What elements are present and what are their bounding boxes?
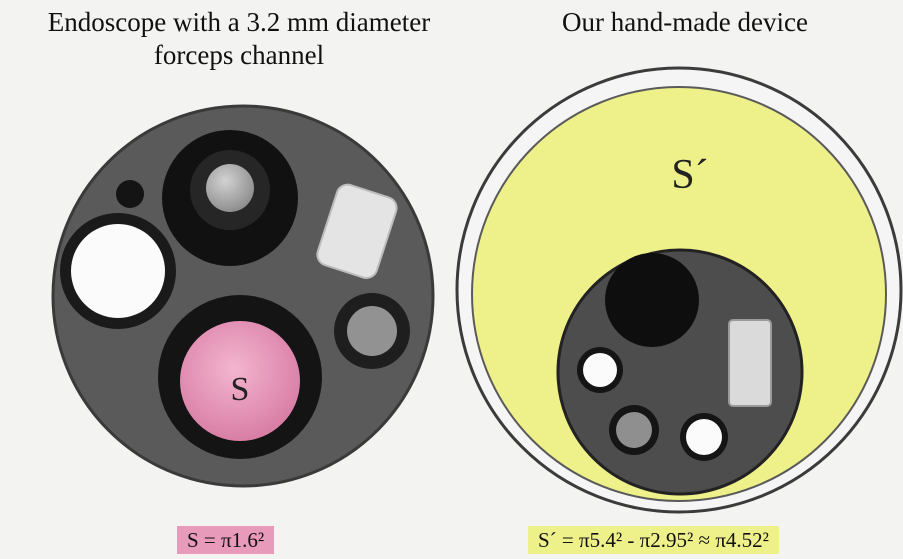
inserted-light-guide-1 xyxy=(583,353,617,387)
endoscope-cross-section: S xyxy=(51,104,435,488)
small-port xyxy=(116,180,144,208)
inserted-water-port xyxy=(616,412,652,448)
inserted-nozzle xyxy=(728,319,772,407)
left-panel-title: Endoscope with a 3.2 mm diameter forceps… xyxy=(0,6,478,72)
right-formula: S´ = π5.4² - π2.95² ≈ π4.52² xyxy=(528,526,779,554)
left-title-line1: Endoscope with a 3.2 mm diameter xyxy=(47,7,431,37)
nozzle-white xyxy=(316,183,398,279)
inserted-endoscope xyxy=(556,248,804,496)
left-formula: S = π1.6² xyxy=(177,526,275,554)
left-title-line2: forceps channel xyxy=(153,40,325,70)
hand-made-device: S´ xyxy=(455,66,903,514)
objective-lens xyxy=(162,130,298,266)
inserted-light-guide-2 xyxy=(686,419,722,455)
forceps-channel-label: S xyxy=(231,371,250,408)
inserted-objective-lens xyxy=(605,253,699,347)
right-panel-title: Our hand-made device xyxy=(562,7,808,37)
device-area-label: S´ xyxy=(671,152,708,198)
light-guide-left xyxy=(60,213,176,329)
forceps-channel: S xyxy=(158,295,322,459)
water-jet-port xyxy=(334,293,410,369)
